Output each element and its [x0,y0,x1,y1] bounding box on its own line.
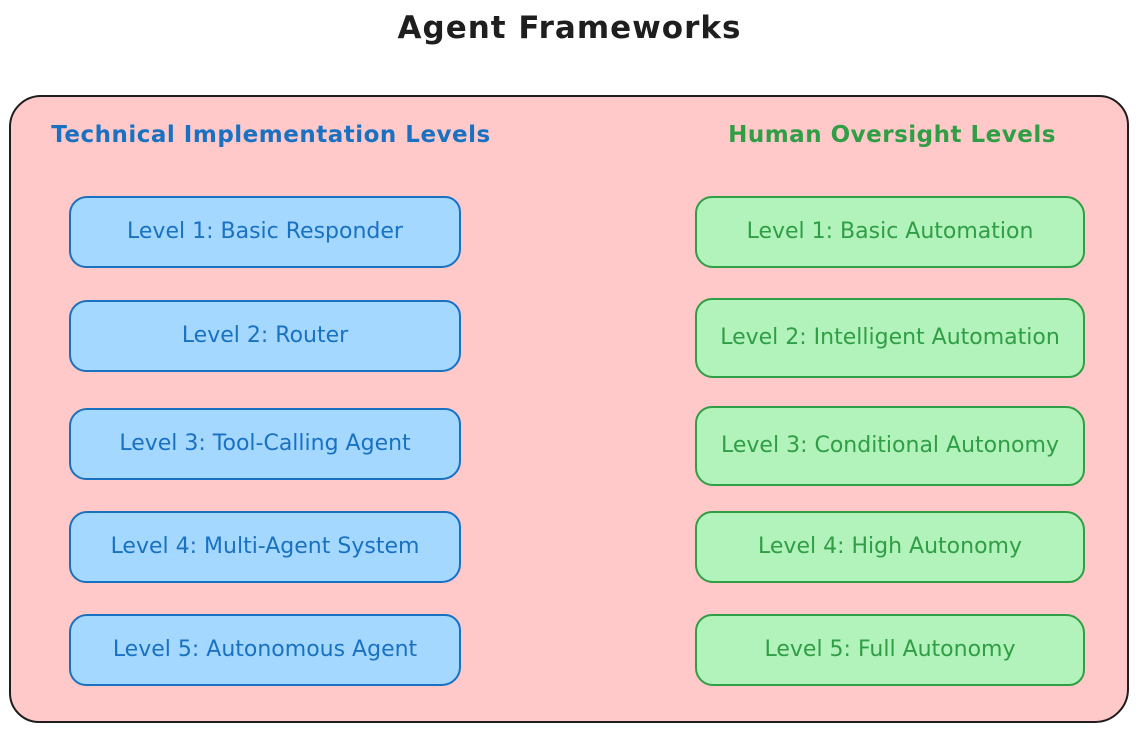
oversight-level-box-3: Level 3: Conditional Autonomy [695,406,1085,486]
tech-level-box-5: Level 5: Autonomous Agent [69,614,461,686]
oversight-level-box-4: Level 4: High Autonomy [695,511,1085,583]
oversight-level-box-1: Level 1: Basic Automation [695,196,1085,268]
technical-levels-header: Technical Implementation Levels [51,122,491,148]
tech-level-box-4: Level 4: Multi-Agent System [69,511,461,583]
framework-container: Technical Implementation Levels Human Ov… [9,95,1129,723]
diagram-title: Agent Frameworks [397,10,742,46]
tech-level-box-1: Level 1: Basic Responder [69,196,461,268]
oversight-level-box-2: Level 2: Intelligent Automation [695,298,1085,378]
oversight-level-box-5: Level 5: Full Autonomy [695,614,1085,686]
oversight-levels-header: Human Oversight Levels [728,122,1056,148]
tech-level-box-2: Level 2: Router [69,300,461,372]
tech-level-box-3: Level 3: Tool-Calling Agent [69,408,461,480]
